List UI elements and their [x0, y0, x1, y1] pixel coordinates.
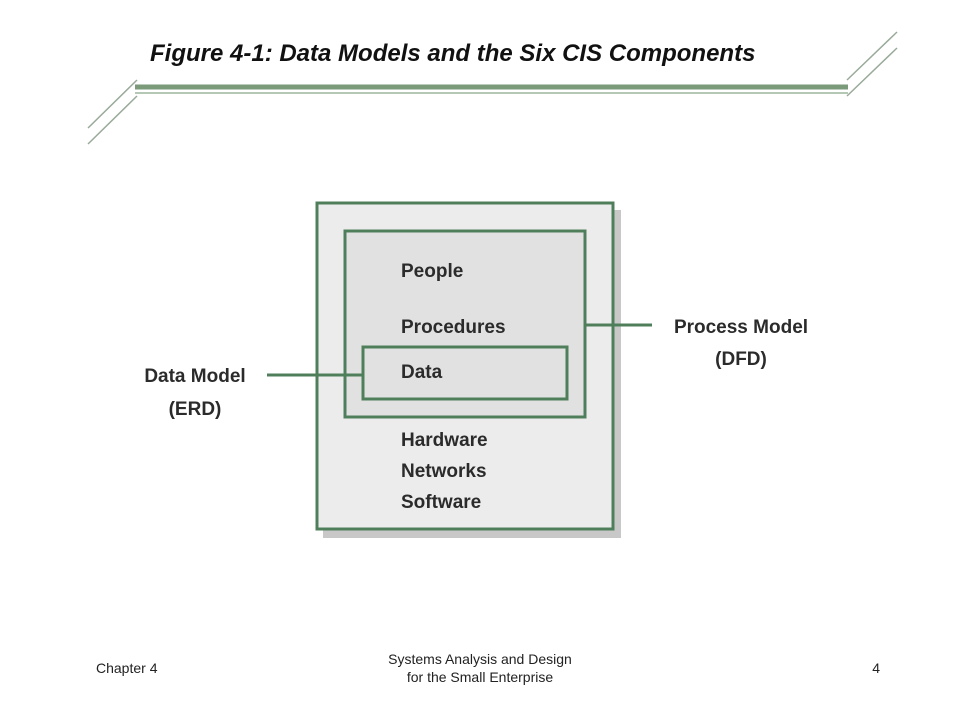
- footer-chapter: Chapter 4: [96, 660, 158, 676]
- data-box: [361, 345, 569, 401]
- component-procedures: Procedures: [401, 317, 506, 338]
- footer-course-line2: for the Small Enterprise: [406, 669, 554, 685]
- process-model-label: Process Model: [674, 317, 808, 338]
- footer-course-line1: Systems Analysis and Design: [388, 651, 572, 667]
- slide-title: Figure 4-1: Data Models and the Six CIS …: [150, 40, 756, 67]
- component-software: Software: [401, 492, 481, 513]
- data-model-abbrev: (ERD): [169, 399, 222, 420]
- component-data: Data: [401, 362, 443, 383]
- component-hardware: Hardware: [401, 430, 488, 451]
- component-people: People: [401, 261, 463, 282]
- data-model-label: Data Model: [144, 366, 245, 387]
- left-diagonal-stroke: [87, 79, 138, 129]
- footer-course-title: Systems Analysis and Design for the Smal…: [330, 650, 630, 686]
- process-model-abbrev: (DFD): [715, 349, 767, 370]
- component-networks: Networks: [401, 461, 487, 482]
- footer-page-number: 4: [872, 660, 880, 676]
- header-decoration: [87, 31, 898, 145]
- right-diagonal-stroke: [846, 31, 898, 81]
